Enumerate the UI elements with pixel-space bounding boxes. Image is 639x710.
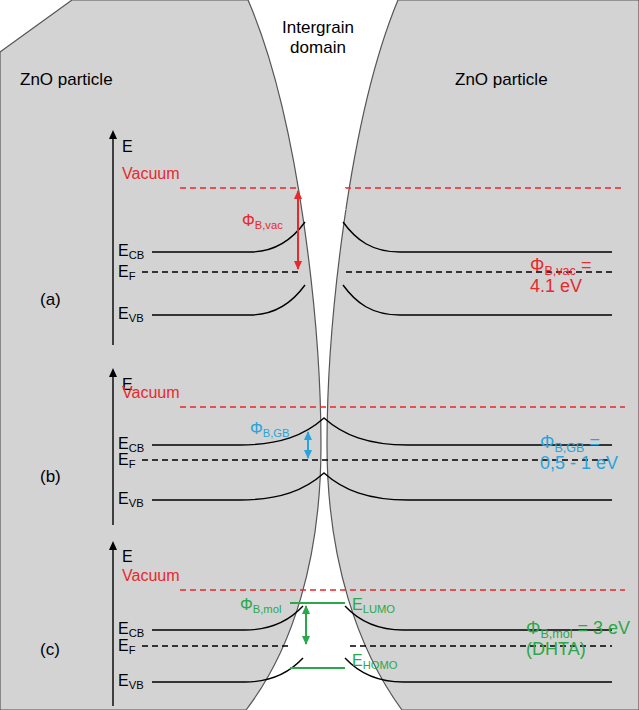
- level-label: ECB: [118, 242, 144, 260]
- zno-particle: [0, 0, 321, 710]
- level-label: Vacuum: [122, 384, 180, 402]
- level-label: EF: [118, 637, 136, 655]
- particle-label: ZnO particle: [455, 70, 548, 90]
- level-label: ELUMO: [352, 596, 395, 614]
- panel-c: [113, 545, 625, 706]
- level-label: EVB: [118, 672, 144, 690]
- region-label: Intergrain domain: [268, 18, 368, 57]
- barrier-value: ΦB,mol = 3 eV (DHTA): [526, 618, 634, 659]
- level-label: Vacuum: [122, 567, 180, 585]
- level-label: EF: [118, 263, 136, 281]
- barrier-label: ΦB,vac: [242, 212, 283, 230]
- panel-a: [113, 134, 625, 345]
- panel-letter: (a): [40, 290, 61, 310]
- level-label: ECB: [118, 620, 144, 638]
- barrier-label: ΦB,mol: [240, 596, 281, 614]
- level-label: EVB: [118, 490, 144, 508]
- level-label: EHOMO: [352, 652, 397, 670]
- level-label: ECB: [118, 435, 144, 453]
- barrier-value: ΦB,GB = 0,5 - 1 eV: [540, 432, 630, 473]
- axis-label: E: [122, 548, 133, 566]
- level-label: EF: [118, 451, 136, 469]
- zno-particle: [327, 0, 639, 710]
- panel-letter: (c): [40, 640, 60, 660]
- panel-letter: (b): [40, 467, 61, 487]
- particle-label: ZnO particle: [20, 70, 113, 90]
- axis-label: E: [122, 138, 133, 156]
- level-label: Vacuum: [122, 165, 180, 183]
- level-label: EVB: [118, 305, 144, 323]
- barrier-label: ΦB,GB: [250, 420, 290, 438]
- barrier-value: ΦB,vac = 4.1 eV: [530, 255, 620, 296]
